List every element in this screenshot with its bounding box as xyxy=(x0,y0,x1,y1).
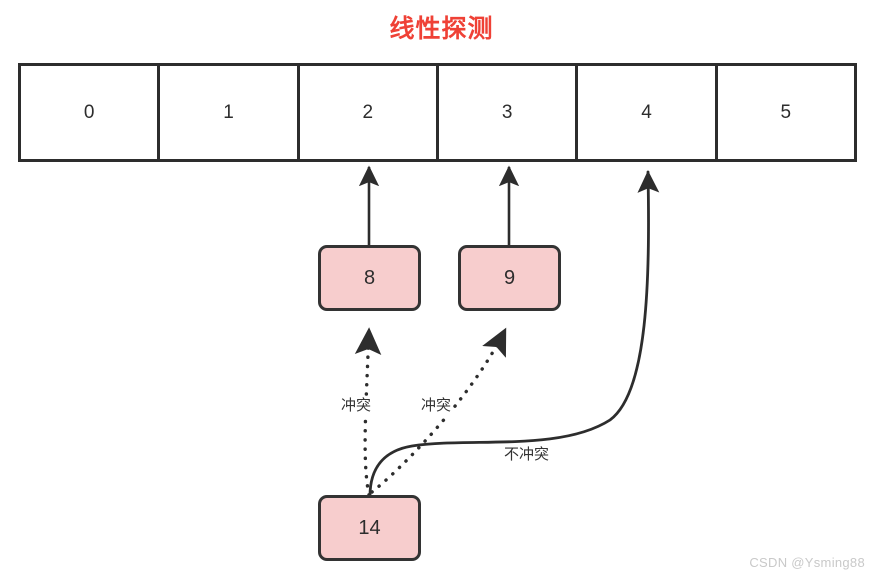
watermark: CSDN @Ysming88 xyxy=(749,555,865,570)
table-cell-0: 0 xyxy=(21,66,161,159)
edge-label-no-collision: 不冲突 xyxy=(502,445,552,465)
table-cell-3: 3 xyxy=(438,66,579,159)
table-cell-2: 2 xyxy=(299,66,439,159)
table-cell-4: 4 xyxy=(578,66,718,159)
key-box-14: 14 xyxy=(318,495,421,561)
table-cell-5: 5 xyxy=(717,66,854,159)
hash-table: 0 1 2 3 4 5 xyxy=(18,63,857,162)
key-box-9: 9 xyxy=(458,245,561,311)
edge-label-collision-2: 冲突 xyxy=(419,396,454,416)
table-cell-1: 1 xyxy=(160,66,300,159)
page-title: 线性探测 xyxy=(389,15,494,43)
edge-label-collision-1: 冲突 xyxy=(339,396,374,416)
key-box-8: 8 xyxy=(318,245,421,311)
